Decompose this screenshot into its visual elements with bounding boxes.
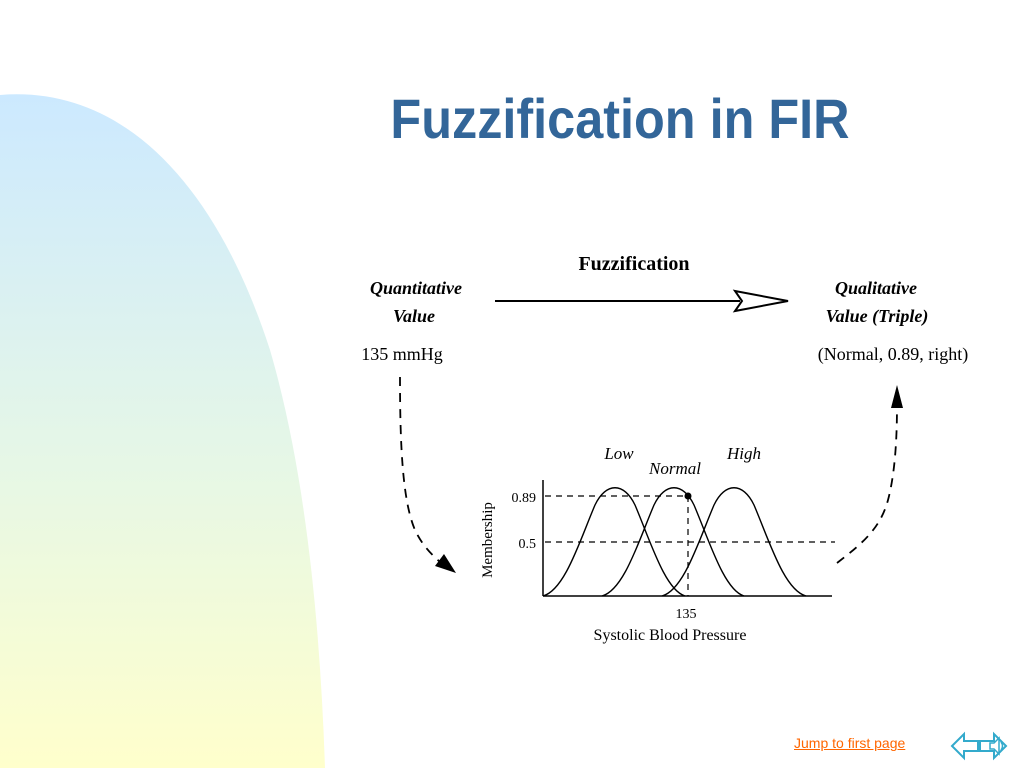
y-axis-label: Membership bbox=[480, 502, 496, 578]
left-dashed-arrow bbox=[399, 376, 441, 563]
right-heading-line1: Qualitative bbox=[835, 278, 917, 298]
right-dashed-arrow bbox=[836, 404, 898, 564]
label-high: High bbox=[726, 444, 761, 463]
left-value: 135 mmHg bbox=[361, 344, 443, 364]
curve-normal bbox=[601, 487, 745, 597]
jump-to-first-page-link[interactable]: Jump to first page bbox=[794, 735, 906, 751]
right-dashed-arrowhead bbox=[891, 385, 903, 408]
left-dashed-arrowhead bbox=[435, 554, 456, 573]
right-value: (Normal, 0.89, right) bbox=[818, 344, 968, 365]
arrow-label: Fuzzification bbox=[578, 253, 689, 275]
x-tick-label-135: 135 bbox=[676, 607, 697, 622]
label-normal: Normal bbox=[648, 459, 701, 478]
right-heading-line2: Value (Triple) bbox=[826, 306, 929, 327]
tick-label-089: 0.89 bbox=[512, 491, 537, 506]
x-axis-label: Systolic Blood Pressure bbox=[594, 627, 747, 644]
tick-label-05: 0.5 bbox=[519, 537, 537, 552]
left-arrow-icon[interactable] bbox=[950, 730, 980, 762]
label-low: Low bbox=[603, 444, 634, 463]
curve-low bbox=[542, 487, 686, 597]
membership-point bbox=[684, 492, 692, 500]
slide-title: Fuzzification in FIR bbox=[390, 87, 850, 150]
left-heading-line2: Value bbox=[393, 306, 435, 326]
speaker-icon[interactable] bbox=[988, 736, 1006, 756]
curve-high bbox=[661, 487, 807, 597]
left-heading-line1: Quantitative bbox=[370, 278, 462, 298]
fuzzification-arrowhead bbox=[732, 289, 789, 313]
fuzzification-diagram: Fuzzification Quantitative Value 135 mmH… bbox=[361, 253, 968, 644]
